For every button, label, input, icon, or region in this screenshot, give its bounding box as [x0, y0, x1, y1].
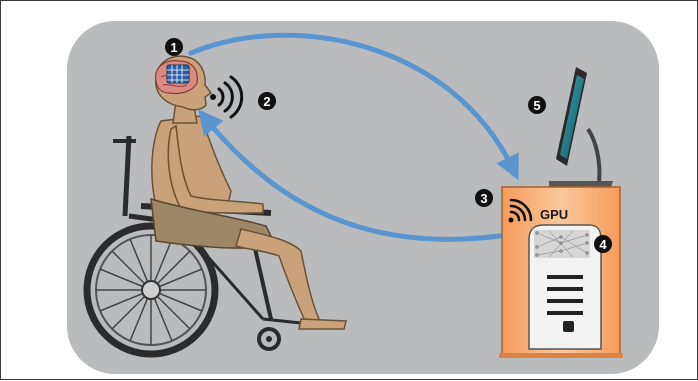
step-marker-5: 5 [528, 96, 546, 114]
step-marker-1: 1 [165, 38, 183, 56]
step-number: 5 [533, 98, 540, 113]
neural-network-icon [534, 230, 590, 258]
drive-slot [547, 299, 583, 303]
drive-slot [547, 287, 583, 291]
drive-slot [547, 311, 583, 315]
step-number: 2 [263, 94, 270, 109]
step-number: 3 [480, 191, 487, 206]
step-number: 4 [599, 237, 607, 252]
step-number: 1 [170, 40, 177, 55]
step-marker-2: 2 [258, 92, 276, 110]
gpu-tower: GPU [499, 187, 623, 358]
step-marker-4: 4 [594, 235, 612, 253]
power-button [563, 321, 574, 332]
brain-implant-icon [156, 61, 198, 94]
gpu-label: GPU [540, 207, 568, 222]
step-marker-3: 3 [475, 189, 493, 207]
drive-slot [547, 275, 583, 279]
